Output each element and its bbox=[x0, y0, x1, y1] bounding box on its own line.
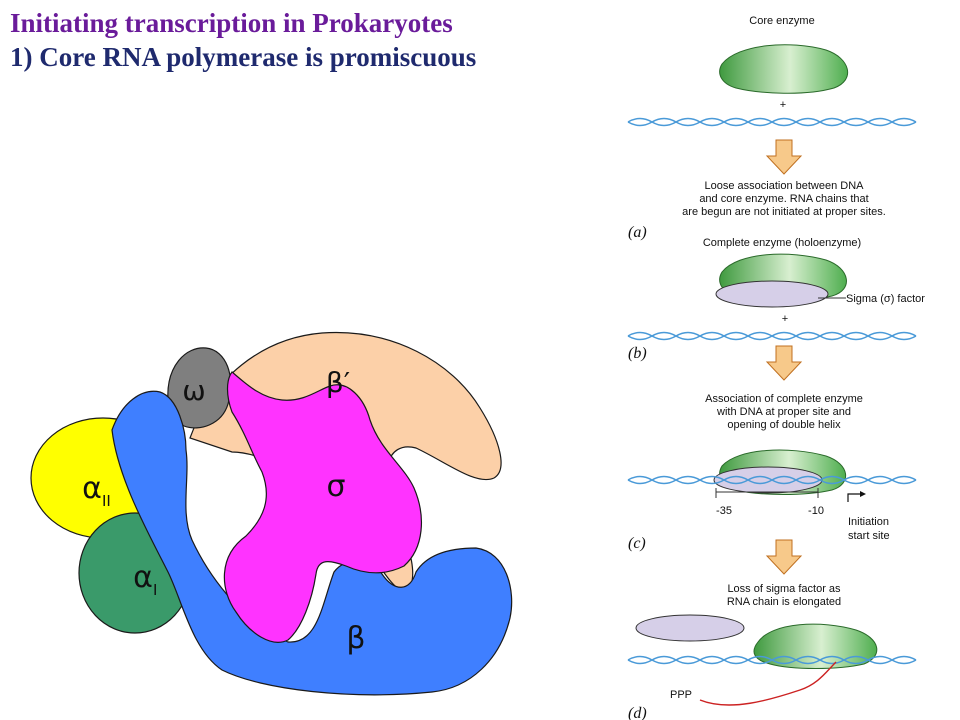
step-c-line-1: Loss of sigma factor as bbox=[727, 583, 841, 595]
beta-subunit bbox=[111, 390, 513, 696]
start-site-arrow bbox=[847, 493, 860, 502]
initiation-line-2: start site bbox=[848, 530, 890, 542]
panel-label-a: (a) bbox=[628, 224, 647, 241]
step-a-line-2: and core enzyme. RNA chains that bbox=[699, 193, 868, 205]
step-b-line-2: with DNA at proper site and bbox=[716, 406, 851, 418]
rna-transcript bbox=[699, 661, 837, 706]
step-c-line-2: RNA chain is elongated bbox=[727, 596, 841, 608]
released-sigma-shape bbox=[635, 614, 745, 642]
arrow-down-3 bbox=[765, 539, 803, 575]
core-enzyme-shape bbox=[719, 44, 849, 94]
elongating-enzyme-shape bbox=[753, 623, 878, 669]
alpha-i-subscript: I bbox=[153, 581, 157, 599]
start-site-arrowhead bbox=[860, 491, 866, 497]
sigma-factor-shape bbox=[715, 280, 829, 308]
holoenzyme-label: Complete enzyme (holoenzyme) bbox=[703, 237, 861, 249]
sigma-factor-label: Sigma (σ) factor bbox=[846, 293, 925, 305]
sigma-label: σ bbox=[326, 469, 345, 504]
dna-helix-1 bbox=[627, 117, 917, 127]
alpha-ii-subscript: II bbox=[102, 492, 111, 510]
step-a-line-3: are begun are not initiated at proper si… bbox=[682, 206, 886, 218]
rna-polymerase-diagram: ω β′ α II α I σ β bbox=[30, 331, 513, 696]
beta-label: β bbox=[346, 621, 365, 656]
panel-label-c: (c) bbox=[628, 535, 646, 552]
minus10-label: -10 bbox=[808, 505, 824, 517]
initiation-line-1: Initiation bbox=[848, 516, 889, 528]
panel-label-b: (b) bbox=[628, 345, 647, 362]
dna-helix-3 bbox=[627, 475, 917, 485]
step-a-line-1: Loose association between DNA bbox=[705, 180, 865, 192]
plus-sign-1: + bbox=[780, 99, 786, 111]
dna-helix-4 bbox=[627, 655, 917, 665]
step-b-line-3: opening of double helix bbox=[727, 419, 841, 431]
omega-label: ω bbox=[182, 374, 205, 407]
bound-sigma-shape bbox=[713, 466, 823, 494]
minus35-label: -35 bbox=[716, 505, 732, 517]
arrow-down-1 bbox=[765, 139, 803, 175]
panel-label-d: (d) bbox=[628, 705, 647, 720]
title-line-1: Initiating transcription in Prokaryotes bbox=[10, 8, 453, 38]
transcription-pathway: Core enzyme + Loose association between … bbox=[627, 15, 925, 720]
slide-title: Initiating transcription in Prokaryotes … bbox=[10, 6, 476, 74]
arrow-down-2 bbox=[765, 345, 803, 381]
plus-sign-2: + bbox=[782, 313, 788, 325]
alpha-ii-label: α bbox=[82, 471, 102, 506]
step-b-line-1: Association of complete enzyme bbox=[705, 393, 863, 405]
sigma-subunit bbox=[223, 371, 423, 643]
alpha-i-label: α bbox=[133, 560, 153, 595]
title-line-2: 1) Core RNA polymerase is promiscuous bbox=[10, 42, 477, 72]
dna-helix-2 bbox=[627, 331, 917, 341]
core-enzyme-label: Core enzyme bbox=[749, 15, 814, 27]
beta-prime-label: β′ bbox=[326, 366, 350, 399]
ppp-label: PPP bbox=[670, 689, 692, 701]
